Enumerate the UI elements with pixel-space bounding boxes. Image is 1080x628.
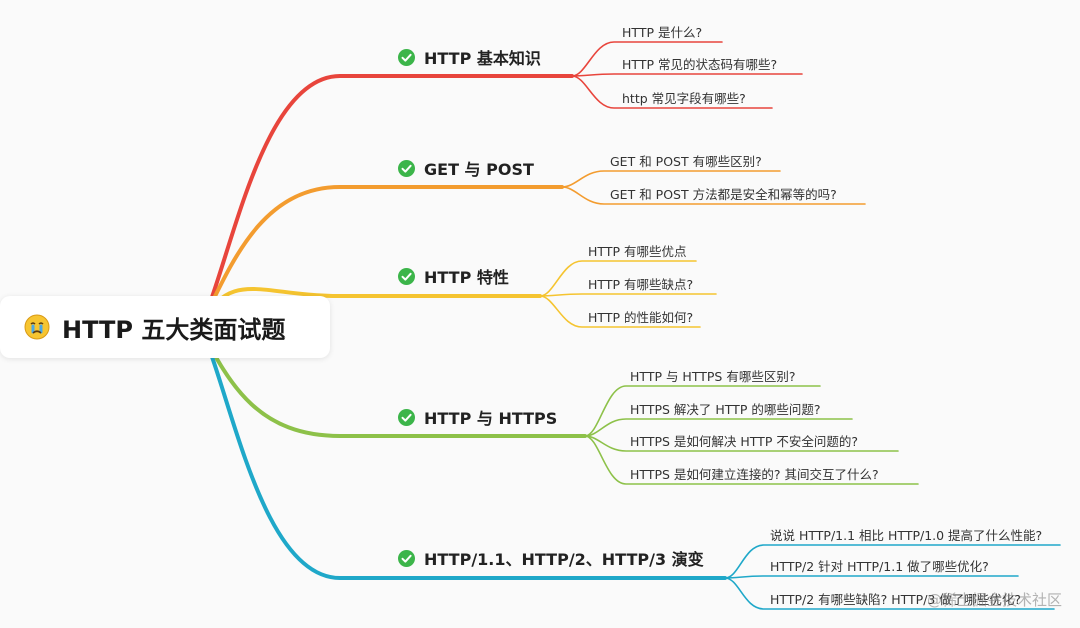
leaf-node[interactable]: HTTP 有哪些缺点?: [588, 277, 694, 292]
leaf-edge: [724, 577, 1055, 610]
leaf-node[interactable]: HTTP 的性能如何?: [588, 310, 694, 325]
leaf-node[interactable]: HTTPS 是如何建立连接的? 其间交互了什么?: [630, 467, 879, 482]
leaf-edge: [561, 186, 866, 205]
branch-label: HTTP/1.1、HTTP/2、HTTP/3 演变: [424, 550, 704, 569]
check-circle-icon: [398, 267, 415, 285]
leaf-edge: [571, 41, 723, 77]
leaf-node[interactable]: HTTPS 是如何解决 HTTP 不安全问题的?: [630, 434, 858, 449]
root-title: HTTP 五大类面试题: [62, 316, 286, 344]
leaf-node[interactable]: HTTP/2 针对 HTTP/1.1 做了哪些优化?: [770, 559, 989, 574]
leaf-node[interactable]: HTTP 常见的状态码有哪些?: [622, 57, 778, 72]
leaf-edge: [724, 544, 1061, 579]
branch-http-basics[interactable]: HTTP 基本知识: [398, 45, 541, 69]
check-circle-icon: [398, 48, 415, 66]
branch-http-features[interactable]: HTTP 特性: [398, 264, 509, 288]
leaf-edge: [571, 73, 803, 77]
leaf-edge: [584, 418, 853, 437]
leaf-node[interactable]: GET 和 POST 有哪些区别?: [610, 154, 762, 169]
leaf-node[interactable]: HTTP 与 HTTPS 有哪些区别?: [630, 369, 796, 384]
branch-label: HTTP 基本知识: [424, 49, 541, 68]
leaf-edge: [571, 75, 773, 109]
leaf-edge: [724, 575, 1019, 579]
check-circle-icon: [398, 408, 415, 426]
branch-http-https[interactable]: HTTP 与 HTTPS: [398, 405, 557, 429]
branch-edge: [198, 325, 727, 580]
leaf-edge: [539, 293, 717, 297]
watermark: @稀土掘金技术社区: [926, 591, 1062, 609]
check-circle-icon: [398, 159, 415, 177]
leaf-node[interactable]: HTTP 是什么?: [622, 25, 703, 40]
leaf-node[interactable]: HTTPS 解决了 HTTP 的哪些问题?: [630, 402, 821, 417]
branch-get-post[interactable]: GET 与 POST: [398, 156, 534, 180]
branch-label: HTTP 特性: [424, 268, 509, 287]
branch-label: GET 与 POST: [424, 160, 534, 179]
leaf-edge: [539, 260, 697, 297]
branch-label: HTTP 与 HTTPS: [424, 409, 558, 428]
crying-face-icon: [24, 314, 50, 340]
leaf-node[interactable]: HTTP/2 有哪些缺陷? HTTP/3 做了哪些优化?: [770, 592, 1021, 607]
leaf-edge: [539, 295, 701, 328]
root-node[interactable]: HTTP 五大类面试题: [0, 296, 330, 358]
leaf-node[interactable]: HTTP 有哪些优点: [588, 244, 687, 259]
leaf-node[interactable]: 说说 HTTP/1.1 相比 HTTP/1.0 提高了什么性能?: [770, 528, 1043, 543]
check-circle-icon: [398, 549, 415, 567]
leaf-node[interactable]: http 常见字段有哪些?: [622, 91, 746, 106]
leaf-edge: [584, 385, 821, 437]
branch-edge: [198, 74, 574, 329]
leaf-edge: [561, 170, 781, 188]
leaf-edge: [584, 435, 919, 485]
leaf-node[interactable]: GET 和 POST 方法都是安全和幂等的吗?: [610, 187, 837, 202]
branch-http-evolution[interactable]: HTTP/1.1、HTTP/2、HTTP/3 演变: [398, 546, 704, 570]
